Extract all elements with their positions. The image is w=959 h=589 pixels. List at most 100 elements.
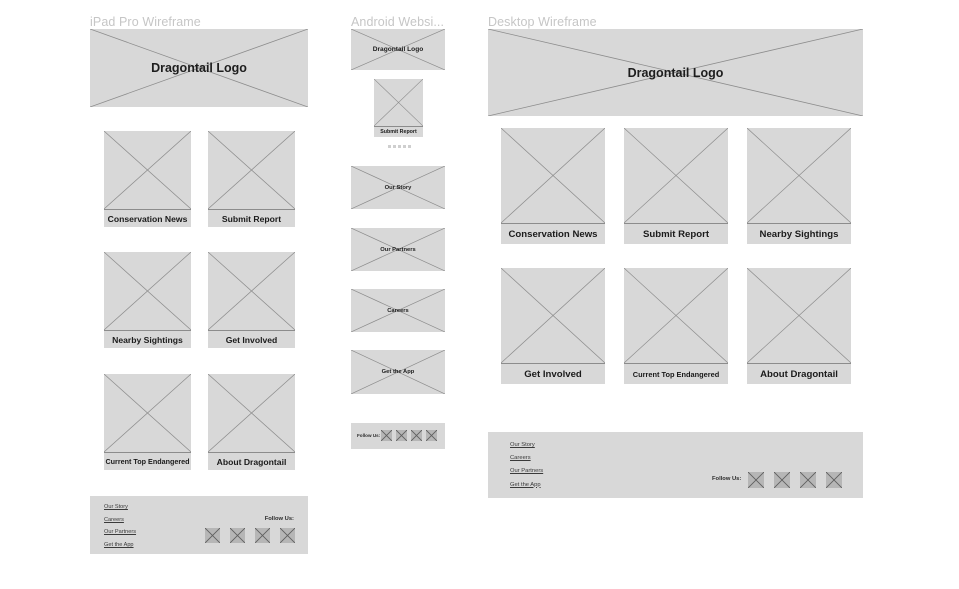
banner-label: Careers xyxy=(387,307,409,314)
social-icon[interactable] xyxy=(748,472,764,488)
placeholder-cross-icon xyxy=(501,128,605,223)
desktop-logo-label: Dragontail Logo xyxy=(627,65,724,80)
android-logo-banner[interactable]: Dragontail Logo xyxy=(351,29,445,70)
android-banner-get-the-app[interactable]: Get the App xyxy=(351,350,445,394)
placeholder-cross-icon xyxy=(501,268,605,363)
card-label: Current Top Endangered xyxy=(104,452,191,470)
placeholder-cross-icon xyxy=(488,29,863,116)
card-label: Nearby Sightings xyxy=(747,223,851,244)
placeholder-cross-icon xyxy=(351,350,445,394)
social-icon[interactable] xyxy=(826,472,842,488)
ipad-card-current-top-endangered[interactable]: Current Top Endangered xyxy=(104,374,191,470)
social-icon[interactable] xyxy=(230,528,245,543)
placeholder-cross-icon xyxy=(747,268,851,363)
ipad-card-nearby-sightings[interactable]: Nearby Sightings xyxy=(104,252,191,348)
footer-link-our-story[interactable]: Our Story xyxy=(510,442,535,448)
follow-us-label: Follow Us: xyxy=(264,516,294,522)
social-icon-list xyxy=(381,430,437,441)
ipad-logo-banner[interactable]: Dragontail Logo xyxy=(90,29,308,107)
android-banner-our-partners[interactable]: Our Partners xyxy=(351,228,445,271)
footer-link-our-partners[interactable]: Our Partners xyxy=(104,529,137,536)
footer-links: Our Story Careers Our Partners Get the A… xyxy=(104,504,136,548)
carousel-dot[interactable] xyxy=(408,145,411,148)
card-label: Nearby Sightings xyxy=(104,330,191,348)
social-icon-list xyxy=(748,472,842,488)
card-label: Submit Report xyxy=(208,209,295,227)
column-title-desktop: Desktop Wireframe xyxy=(488,15,597,29)
ipad-card-conservation-news[interactable]: Conservation News xyxy=(104,131,191,227)
placeholder-cross-icon xyxy=(104,252,191,330)
social-icon[interactable] xyxy=(411,430,422,441)
social-icon[interactable] xyxy=(280,528,295,543)
desktop-card-submit-report[interactable]: Submit Report xyxy=(624,128,728,244)
follow-us-label: Follow Us: xyxy=(712,476,742,482)
card-label: Submit Report xyxy=(624,223,728,244)
desktop-card-conservation-news[interactable]: Conservation News xyxy=(501,128,605,244)
placeholder-cross-icon xyxy=(351,29,445,70)
social-icon[interactable] xyxy=(426,430,437,441)
placeholder-cross-icon xyxy=(104,374,191,452)
footer-link-get-the-app[interactable]: Get the App xyxy=(510,481,541,488)
social-icon[interactable] xyxy=(800,472,816,488)
footer-link-careers[interactable]: Careers xyxy=(510,455,531,462)
android-banner-our-story[interactable]: Our Story xyxy=(351,166,445,209)
desktop-footer: Our Story Careers Our Partners Get the A… xyxy=(488,432,863,498)
placeholder-cross-icon xyxy=(624,128,728,223)
card-label: Get Involved xyxy=(501,363,605,384)
carousel-dots[interactable] xyxy=(388,145,411,148)
social-icon[interactable] xyxy=(255,528,270,543)
ipad-card-get-involved[interactable]: Get Involved xyxy=(208,252,295,348)
card-label: Current Top Endangered xyxy=(624,363,728,384)
card-label: Conservation News xyxy=(104,209,191,227)
social-icon[interactable] xyxy=(205,528,220,543)
desktop-card-current-top-endangered[interactable]: Current Top Endangered xyxy=(624,268,728,384)
social-icon[interactable] xyxy=(381,430,392,441)
banner-label: Get the App xyxy=(381,369,415,375)
card-label: Submit Report xyxy=(374,126,423,137)
desktop-card-about-dragontail[interactable]: About Dragontail xyxy=(747,268,851,384)
ipad-card-about-dragontail[interactable]: About Dragontail xyxy=(208,374,295,470)
placeholder-cross-icon xyxy=(624,268,728,363)
placeholder-cross-icon xyxy=(208,252,295,330)
carousel-dot[interactable] xyxy=(398,145,401,148)
carousel-dot[interactable] xyxy=(393,145,396,148)
footer-link-our-partners[interactable]: Our Partners xyxy=(510,468,544,475)
card-label: Get Involved xyxy=(208,330,295,348)
card-label: About Dragontail xyxy=(747,363,851,384)
social-icon-list xyxy=(205,528,295,543)
card-label: Conservation News xyxy=(501,223,605,244)
footer-link-our-story[interactable]: Our Story xyxy=(104,504,128,510)
ipad-footer: Our Story Careers Our Partners Get the A… xyxy=(90,496,308,554)
placeholder-cross-icon xyxy=(90,29,308,107)
placeholder-cross-icon xyxy=(208,374,295,452)
desktop-logo-banner[interactable]: Dragontail Logo xyxy=(488,29,863,116)
social-icon[interactable] xyxy=(396,430,407,441)
banner-label: Our Partners xyxy=(380,246,416,253)
placeholder-cross-icon xyxy=(747,128,851,223)
desktop-card-nearby-sightings[interactable]: Nearby Sightings xyxy=(747,128,851,244)
banner-label: Our Story xyxy=(384,184,412,191)
ipad-logo-label: Dragontail Logo xyxy=(151,61,247,75)
card-label: About Dragontail xyxy=(208,452,295,470)
ipad-card-submit-report[interactable]: Submit Report xyxy=(208,131,295,227)
placeholder-cross-icon xyxy=(351,228,445,271)
android-footer: Follow Us: xyxy=(351,423,445,449)
column-title-ipad: iPad Pro Wireframe xyxy=(90,15,201,29)
follow-us-label: Follow Us: xyxy=(357,433,381,438)
social-icon[interactable] xyxy=(774,472,790,488)
placeholder-cross-icon xyxy=(351,166,445,209)
placeholder-cross-icon xyxy=(351,289,445,332)
android-carousel-card-submit-report[interactable]: Submit Report xyxy=(374,79,423,137)
footer-link-get-the-app[interactable]: Get the App xyxy=(104,541,134,548)
placeholder-cross-icon xyxy=(374,79,423,126)
placeholder-cross-icon xyxy=(104,131,191,209)
column-title-android: Android Websi... xyxy=(351,15,445,29)
footer-link-careers[interactable]: Careers xyxy=(104,516,124,523)
carousel-dot[interactable] xyxy=(403,145,406,148)
android-banner-careers[interactable]: Careers xyxy=(351,289,445,332)
carousel-dot[interactable] xyxy=(388,145,391,148)
desktop-card-get-involved[interactable]: Get Involved xyxy=(501,268,605,384)
footer-links: Our Story Careers Our Partners Get the A… xyxy=(510,442,543,488)
placeholder-cross-icon xyxy=(208,131,295,209)
